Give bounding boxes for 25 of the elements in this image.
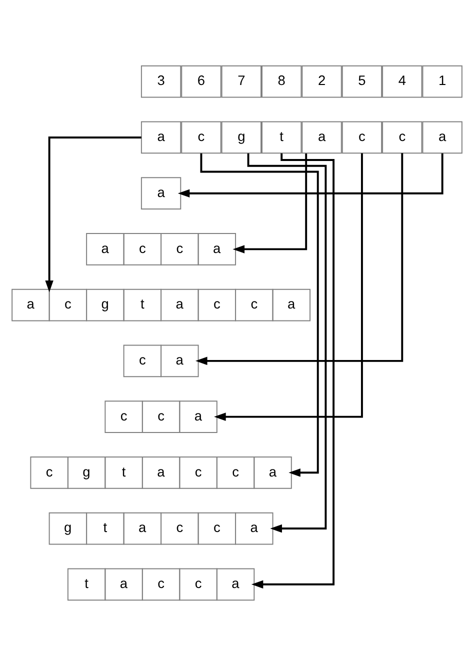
node-box: 3	[140, 64, 182, 98]
node-box: 7	[221, 64, 262, 98]
node-box: 4	[382, 64, 422, 98]
node-box: a	[422, 120, 462, 154]
node-box: a	[302, 120, 342, 154]
arrow	[247, 152, 327, 532]
arrow	[195, 152, 404, 365]
node-box: c	[181, 120, 222, 154]
arrow	[251, 152, 335, 588]
arrow	[178, 152, 444, 197]
arrow	[45, 136, 142, 292]
arrow	[214, 152, 363, 420]
node-box: 2	[302, 64, 342, 98]
node-box: c	[382, 120, 422, 154]
node-box: 5	[342, 64, 382, 98]
node-box: 6	[181, 64, 222, 98]
node-box: g	[221, 120, 262, 154]
arrow	[232, 152, 308, 253]
node-box: a	[140, 176, 182, 209]
node-box: c	[342, 120, 382, 154]
node-box: a	[140, 120, 182, 154]
node-box: 1	[422, 64, 462, 98]
node-box: t	[262, 120, 302, 154]
node-box: 8	[262, 64, 302, 98]
arrow	[200, 152, 319, 476]
